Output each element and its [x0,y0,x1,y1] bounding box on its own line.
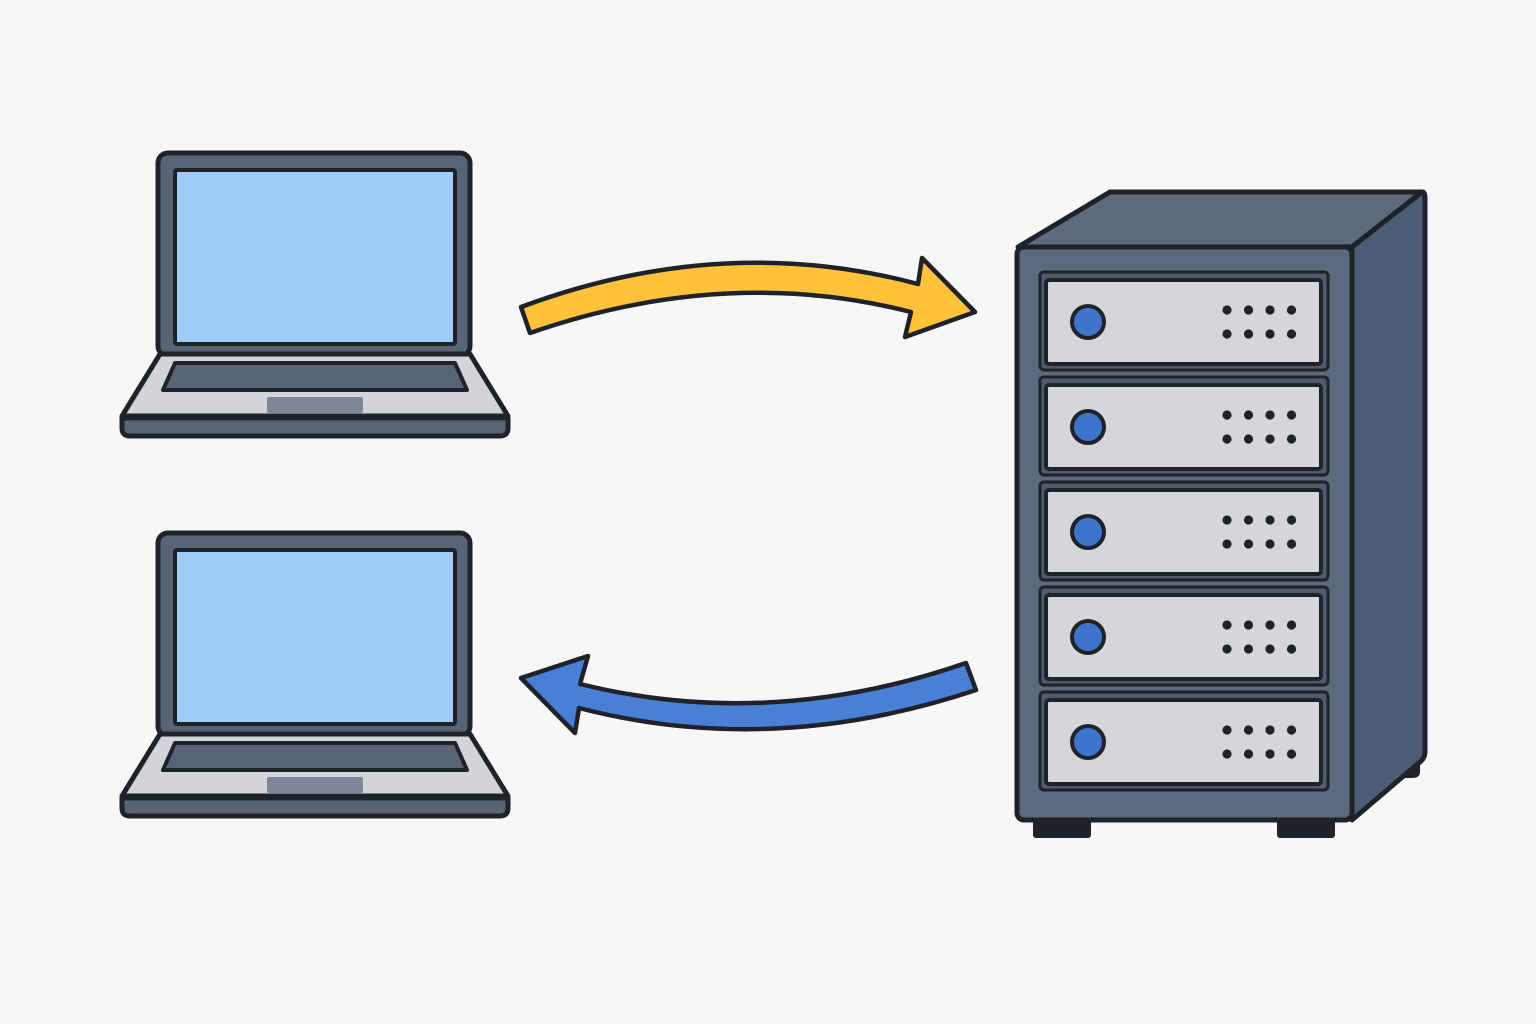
server-foot-right [1277,818,1335,838]
vent-dot [1265,725,1275,735]
power-button-icon [1070,514,1106,550]
vent-dot [1265,305,1275,315]
vent-dot [1222,644,1232,654]
vent-dot [1243,749,1254,759]
server-foot-left [1033,818,1091,838]
vent-dot [1222,410,1232,420]
vent-dots-icon [1222,410,1297,444]
vent-dot [1243,410,1254,420]
laptop-screen [173,168,457,346]
vent-dot [1265,329,1275,339]
vent-dot [1222,305,1232,315]
vent-dot [1265,620,1275,630]
server-drive-face [1044,488,1323,576]
laptop-touchpad [267,777,363,793]
vent-dot [1222,725,1232,735]
vent-dot [1265,539,1275,549]
laptop-base-lip [119,795,511,819]
vent-dot [1265,515,1275,525]
laptop-screen [173,548,457,726]
vent-dot [1243,539,1254,549]
server-drive-unit [1038,270,1330,372]
vent-dot [1286,725,1297,735]
server-drive-unit [1038,480,1330,582]
server-drive-unit [1038,375,1330,477]
power-button-icon [1070,724,1106,760]
arrows-group [518,255,979,736]
vent-dot [1222,515,1232,525]
vent-dots-icon [1222,515,1297,549]
server-drive-unit [1038,585,1330,687]
laptops-group [119,150,511,819]
vent-dot [1243,329,1254,339]
vent-dots-icon [1222,305,1297,339]
vent-dot [1243,305,1254,315]
vent-dots-icon [1222,620,1297,654]
server-drive-face [1044,593,1323,681]
server-drive-unit [1038,690,1330,792]
arrow-left-icon [518,653,979,736]
vent-dots-icon [1222,725,1297,759]
vent-dot [1286,329,1297,339]
vent-dot [1222,329,1232,339]
laptop-top-icon [119,150,511,439]
vent-dot [1243,515,1254,525]
vent-dot [1265,749,1275,759]
vent-dot [1222,434,1232,444]
vent-dot [1265,410,1275,420]
vent-dot [1222,620,1232,630]
server-drive-face [1044,383,1323,471]
vent-dot [1243,725,1254,735]
vent-dot [1243,434,1254,444]
vent-dot [1286,539,1297,549]
server-drive-face [1044,698,1323,786]
laptop-touchpad [267,397,363,413]
vent-dot [1265,644,1275,654]
vent-dot [1286,305,1297,315]
vent-dot [1286,434,1297,444]
laptop-bottom-icon [119,530,511,819]
vent-dot [1286,410,1297,420]
vent-dot [1222,749,1232,759]
server-side-face [1349,189,1428,823]
server-rack-icon [1014,189,1428,838]
vent-dot [1286,644,1297,654]
vent-dot [1243,620,1254,630]
laptop-keyboard [161,741,469,772]
vent-dot [1286,620,1297,630]
vent-dot [1286,749,1297,759]
vent-dot [1243,644,1254,654]
vent-dot [1222,539,1232,549]
vent-dot [1265,434,1275,444]
power-button-icon [1070,619,1106,655]
laptop-base-lip [119,415,511,439]
laptop-keyboard [161,361,469,392]
power-button-icon [1070,304,1106,340]
arrow-right-icon [518,255,978,340]
power-button-icon [1070,409,1106,445]
vent-dot [1286,515,1297,525]
server-drive-face [1044,278,1323,366]
